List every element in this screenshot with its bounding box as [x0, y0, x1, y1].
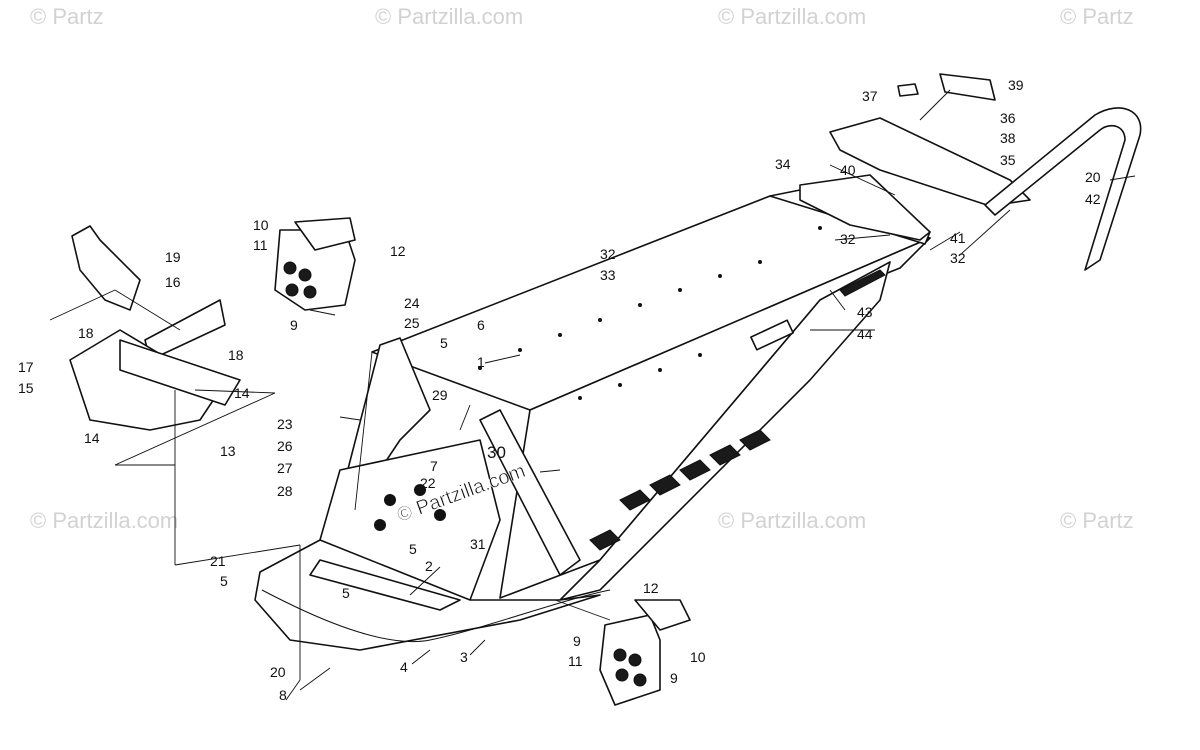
callout-26: 26 — [277, 438, 293, 454]
callout-18: 18 — [228, 347, 244, 363]
callout-14: 14 — [234, 385, 250, 401]
front-rail — [261, 589, 611, 642]
callout-36: 36 — [1000, 110, 1016, 126]
callout-10: 10 — [690, 649, 706, 665]
callout-17: 17 — [18, 359, 34, 375]
callout-5: 5 — [440, 335, 448, 351]
callout-42: 42 — [1085, 191, 1101, 207]
callout-6: 6 — [477, 317, 485, 333]
bracket-16 — [71, 225, 141, 311]
callout-21: 21 — [210, 553, 226, 569]
watermark: © Partzilla.com — [718, 508, 866, 533]
callout-9: 9 — [670, 670, 678, 686]
watermark: © Partzilla.com — [30, 508, 178, 533]
callout-2: 2 — [425, 558, 433, 574]
callout-16: 16 — [165, 274, 181, 290]
callout-13: 13 — [220, 443, 236, 459]
callout-8: 8 — [279, 687, 287, 703]
callouts: 1 2 3 4 5 5 5 5 6 7 8 9 9 9 10 10 11 11 … — [18, 77, 1101, 703]
callout-34: 34 — [775, 156, 791, 172]
callout-5: 5 — [220, 573, 228, 589]
callout-33: 33 — [600, 267, 616, 283]
callout-24: 24 — [404, 295, 420, 311]
tunnel-side-rail — [559, 261, 891, 601]
watermark: © Partz — [1060, 508, 1134, 533]
seat-base-34 — [799, 174, 931, 241]
belly-floor — [309, 559, 461, 611]
callout-12: 12 — [643, 580, 659, 596]
callout-5: 5 — [409, 541, 417, 557]
callout-15: 15 — [18, 380, 34, 396]
side-plate-13 — [69, 329, 221, 431]
callout-37: 37 — [862, 88, 878, 104]
callout-35: 35 — [1000, 152, 1016, 168]
callout-30: 30 — [487, 443, 506, 462]
callout-20: 20 — [1085, 169, 1101, 185]
heat-shield-lower — [599, 599, 691, 706]
callout-12: 12 — [390, 243, 406, 259]
heat-shield-upper — [274, 217, 356, 311]
callout-43: 43 — [857, 304, 873, 320]
callout-27: 27 — [277, 460, 293, 476]
callout-20: 20 — [270, 664, 286, 680]
callout-39: 39 — [1008, 77, 1024, 93]
rear-bumper — [984, 107, 1142, 271]
callout-11: 11 — [253, 237, 268, 253]
callout-29: 29 — [432, 387, 448, 403]
watermark: © Partz — [30, 4, 104, 29]
side-rail-cutouts — [589, 429, 771, 551]
rear-bumper-41 — [984, 107, 1142, 271]
shield-bracket-10 — [294, 217, 356, 251]
callout-5: 5 — [342, 585, 350, 601]
callout-9: 9 — [290, 317, 298, 333]
callout-23: 23 — [277, 416, 293, 432]
callout-41: 41 — [950, 230, 966, 246]
bulkhead-holes — [374, 484, 446, 531]
callout-38: 38 — [1000, 130, 1016, 146]
callout-18: 18 — [78, 325, 94, 341]
callout-14: 14 — [84, 430, 100, 446]
watermark: © Partz — [1060, 4, 1134, 29]
watermark: © Partzilla.com — [375, 4, 523, 29]
side-plate-upper — [119, 339, 241, 406]
bracket-plate-16 — [144, 299, 226, 361]
watermark-layer: © Partz © Partzilla.com © Partzilla.com … — [30, 4, 1134, 533]
grab-handle-39 — [939, 73, 996, 101]
leader-lines — [115, 164, 1136, 701]
callout-1: 1 — [477, 354, 485, 370]
left-hand-parts — [49, 225, 276, 466]
callout-32: 32 — [600, 246, 616, 262]
callout-3: 3 — [460, 649, 468, 665]
callout-10: 10 — [253, 217, 269, 233]
kit-outline — [49, 289, 116, 321]
callout-9: 9 — [573, 633, 581, 649]
shield-bracket-10-lower — [634, 599, 691, 631]
heel-pad — [839, 269, 886, 297]
cap-37 — [897, 83, 919, 97]
callout-28: 28 — [277, 483, 293, 499]
callout-22: 22 — [420, 475, 436, 491]
callout-19: 19 — [165, 249, 181, 265]
front-bulkhead — [254, 337, 611, 651]
callout-32: 32 — [950, 250, 966, 266]
callout-7: 7 — [430, 458, 438, 474]
callout-11: 11 — [568, 653, 583, 669]
bulkhead-upright-right — [479, 409, 581, 576]
callout-31: 31 — [470, 536, 486, 552]
callout-25: 25 — [404, 315, 420, 331]
callout-32: 32 — [840, 231, 856, 247]
callout-40: 40 — [840, 162, 856, 178]
callout-4: 4 — [400, 659, 408, 675]
tunnel-decal — [750, 319, 794, 351]
callout-44: 44 — [857, 326, 873, 342]
watermark: © Partzilla.com — [718, 4, 866, 29]
